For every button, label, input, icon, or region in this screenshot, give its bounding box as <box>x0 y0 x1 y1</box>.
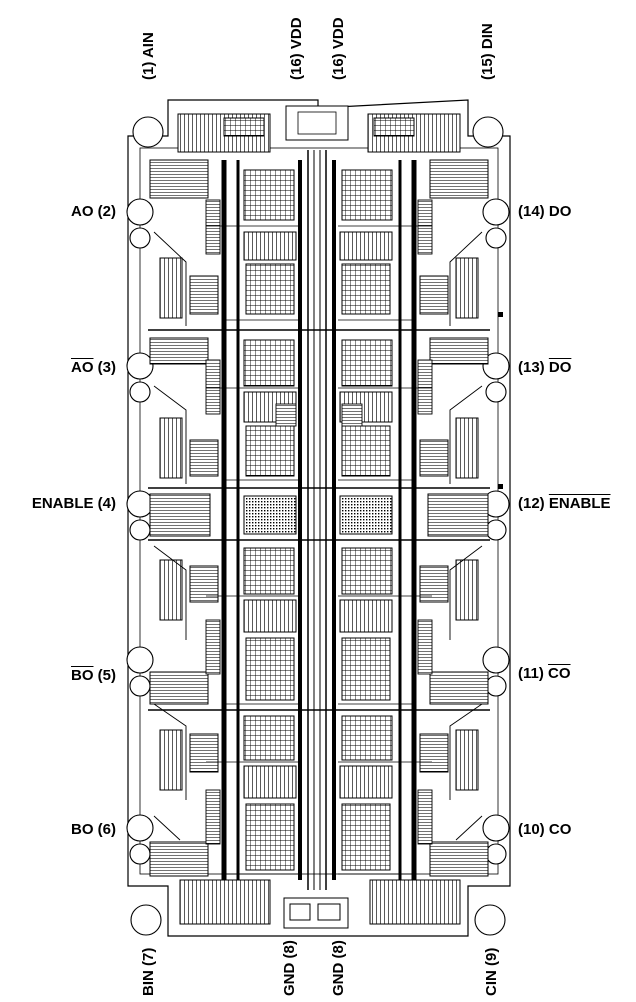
pin-name: AO <box>70 203 94 220</box>
pin-number: (4) <box>97 495 116 512</box>
pin-name: DO <box>548 203 572 220</box>
pin-number: (15) <box>479 53 496 80</box>
pin-name: CO <box>548 665 571 682</box>
pin-name: AIN <box>140 32 157 59</box>
pin-name: GND <box>330 962 347 996</box>
pin-name: CIN <box>483 970 500 996</box>
pin-label-top-1: (1) AIN <box>140 32 157 80</box>
pin-name: ENABLE <box>31 495 94 512</box>
pin-number: (1) <box>140 61 157 80</box>
pin-label-bottom-8a: GND (8) <box>281 940 298 996</box>
pin-name: BO <box>70 821 94 838</box>
pin-label-left-2: AO (2) <box>71 204 116 220</box>
pin-label-bottom-9: CIN (9) <box>483 947 500 996</box>
pin-name: ENABLE <box>548 495 611 512</box>
pin-number: (3) <box>97 359 116 376</box>
pin-label-bottom-7: BIN (7) <box>140 947 157 996</box>
pin-number: (5) <box>97 667 116 684</box>
pin-number: (9) <box>483 947 500 966</box>
pin-label-left-5: BO (5) <box>71 668 116 684</box>
pin-number: (7) <box>140 947 157 966</box>
pin-name: CO <box>548 821 572 838</box>
pin-number: (8) <box>330 940 347 959</box>
pin-name: BO <box>70 667 94 684</box>
pin-number: (10) <box>518 821 545 838</box>
pin-label-right-13: (13) DO <box>518 360 571 376</box>
pin-name: VDD <box>330 17 347 50</box>
pin-number: (8) <box>281 940 298 959</box>
pin-label-left-6: BO (6) <box>71 822 116 838</box>
pin-number: (11) <box>518 665 544 682</box>
pin-label-top-2: (16) VDD <box>288 17 305 80</box>
pin-name: DIN <box>479 23 496 50</box>
pin-label-bottom-8b: GND (8) <box>330 940 347 996</box>
pin-label-top-4: (15) DIN <box>479 23 496 80</box>
pin-number: (14) <box>518 203 545 220</box>
pin-number: (12) <box>518 495 545 512</box>
pin-number: (2) <box>97 203 116 220</box>
pin-number: (13) <box>518 359 545 376</box>
pin-number: (16) <box>330 53 347 80</box>
pin-number: (16) <box>288 53 305 80</box>
pin-label-right-14: (14) DO <box>518 204 571 220</box>
pin-label-right-12: (12) ENABLE <box>518 496 611 512</box>
pin-name: VDD <box>288 17 305 50</box>
pin-name: AO <box>70 359 94 376</box>
pin-label-left-4: ENABLE (4) <box>32 496 116 512</box>
pin-label-right-11: (11) CO <box>518 666 571 682</box>
pin-label-left-3: AO (3) <box>71 360 116 376</box>
pin-name: DO <box>548 359 572 376</box>
pin-name: BIN <box>140 970 157 996</box>
pin-number: (6) <box>97 821 116 838</box>
pin-label-top-3: (16) VDD <box>330 17 347 80</box>
pin-label-right-10: (10) CO <box>518 822 571 838</box>
pin-name: GND <box>281 962 298 996</box>
